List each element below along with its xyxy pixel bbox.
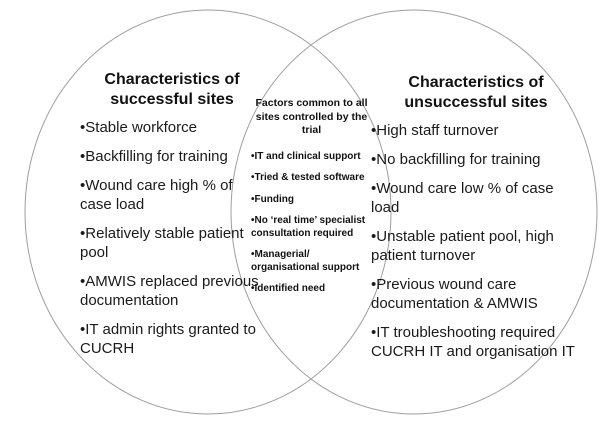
overlap-items: IT and clinical supportTried & tested so… <box>251 151 372 296</box>
bullet-item: IT troubleshooting required CUCRH IT and… <box>371 323 581 361</box>
right-circle-title: Characteristics of unsuccessful sites <box>404 74 548 111</box>
bullet-item: High staff turnover <box>371 121 581 140</box>
left-circle-region: Characteristics of successful sites Stab… <box>80 70 264 369</box>
bullet-item: No ‘real time’ specialist consultation r… <box>251 215 372 240</box>
left-circle-items: Stable workforceBackfilling for training… <box>80 118 264 358</box>
bullet-item: AMWIS replaced previous documentation <box>80 272 264 310</box>
bullet-item: Wound care high % of case load <box>80 176 264 214</box>
bullet-item: IT admin rights granted to CUCRH <box>80 320 264 358</box>
bullet-item: Previous wound care documentation & AMWI… <box>371 275 581 313</box>
right-circle-items: High staff turnover No backfilling for tr… <box>371 121 581 361</box>
bullet-item: IT and clinical support <box>251 151 372 164</box>
overlap-region: Factors common to all sites controlled b… <box>251 97 372 305</box>
bullet-item: Backfilling for training <box>80 147 264 166</box>
bullet-item: Tried & tested software <box>251 172 372 185</box>
right-circle-region: Characteristics of unsuccessful sites Hi… <box>371 73 581 372</box>
bullet-item: No backfilling for training <box>371 150 581 169</box>
bullet-item: Identified need <box>251 283 372 296</box>
overlap-title: Factors common to all sites controlled b… <box>255 97 368 137</box>
bullet-item: Wound care low % of case load <box>371 179 581 217</box>
bullet-item: Unstable patient pool, high patient turn… <box>371 227 581 265</box>
bullet-item: Funding <box>251 194 372 207</box>
bullet-item: Stable workforce <box>80 118 264 137</box>
bullet-item: Relatively stable patient pool <box>80 224 264 262</box>
bullet-item: Managerial/ organisational support <box>251 249 372 274</box>
left-circle-title: Characteristics of successful sites <box>104 71 240 108</box>
